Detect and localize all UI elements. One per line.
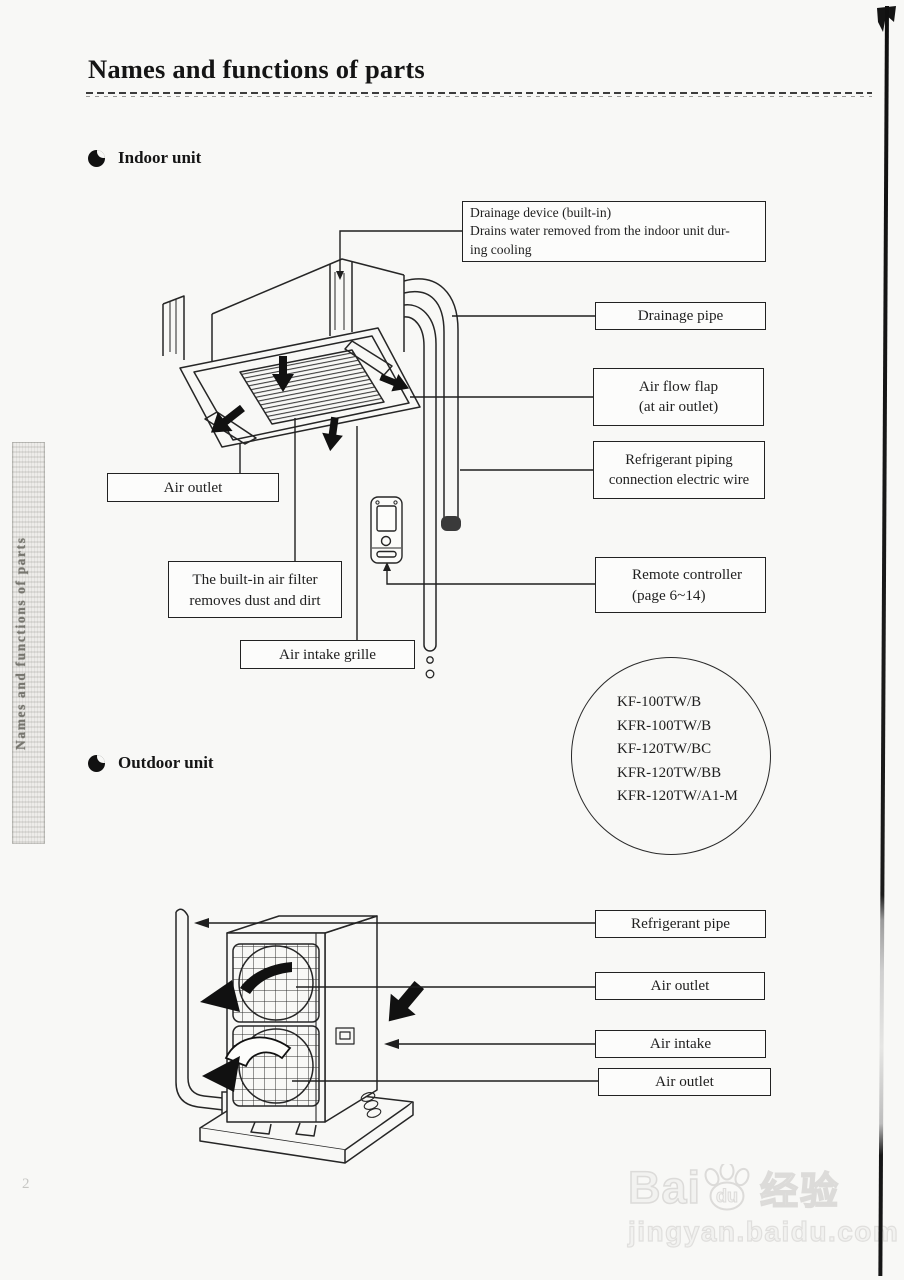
baidu-logo-text: Bai bbox=[627, 1161, 702, 1214]
model-number: KFR-100TW/B bbox=[617, 717, 712, 734]
callout-air-outlet-outdoor-top: Air outlet bbox=[595, 972, 765, 1000]
callout-line: (page 6~14) bbox=[632, 587, 706, 604]
callout-line: Air outlet bbox=[163, 478, 223, 496]
indoor-connector-lines bbox=[239, 230, 595, 640]
callout-line: Remote controller bbox=[632, 566, 743, 583]
water-drop-icons bbox=[425, 656, 435, 679]
callout-line: Air outlet bbox=[655, 1073, 714, 1090]
page-number: 2 bbox=[22, 1176, 30, 1192]
callout-drainage-device: Drainage device (built-in) Drains water … bbox=[462, 201, 766, 262]
section-bullet-icon bbox=[88, 149, 105, 167]
callout-line: removes dust and dirt bbox=[189, 591, 321, 609]
outdoor-unit-label: Outdoor unit bbox=[118, 753, 214, 772]
chapter-edge-tab-label: Names and functions of parts bbox=[13, 536, 28, 750]
indoor-airflow-arrows bbox=[210, 356, 410, 452]
baidu-watermark: Bai du 经验 jingyan.baidu.com bbox=[627, 1160, 900, 1248]
section-bullet-icon bbox=[88, 754, 105, 772]
callout-line: Air intake bbox=[649, 1035, 712, 1052]
indoor-unit-label: Indoor unit bbox=[118, 148, 202, 167]
svg-text:du: du bbox=[716, 1186, 738, 1206]
indoor-unit-heading: Indoor unit bbox=[88, 148, 201, 168]
callout-line: Refrigerant pipe bbox=[630, 915, 731, 932]
remote-controller-illustration bbox=[370, 496, 403, 564]
chapter-edge-tab: Names and functions of parts bbox=[12, 442, 45, 844]
indoor-connector-arrowheads bbox=[336, 271, 391, 571]
outdoor-airflow-arrows bbox=[200, 962, 425, 1092]
baidu-jingyan-cn-text: 经验 bbox=[759, 1170, 841, 1214]
callout-drainage-pipe: Drainage pipe bbox=[595, 302, 766, 330]
callout-air-intake-grille: Air intake grille bbox=[240, 640, 415, 669]
callout-line: Air intake grille bbox=[279, 645, 376, 663]
refrigerant-pipe-end bbox=[441, 516, 461, 531]
callout-line: The built-in air filter bbox=[192, 570, 318, 588]
outdoor-unit-illustration bbox=[199, 915, 414, 1164]
model-number: KFR-120TW/BB bbox=[617, 764, 722, 781]
indoor-unit-illustration bbox=[162, 258, 421, 448]
model-number: KF-100TW/B bbox=[617, 694, 702, 710]
callout-line: Refrigerant piping bbox=[625, 452, 733, 468]
baidu-logo: Bai du 经验 bbox=[627, 1160, 890, 1215]
callout-air-intake-outdoor: Air intake bbox=[595, 1030, 766, 1058]
outdoor-connector-arrowheads bbox=[194, 918, 399, 1049]
page-title: Names and functions of parts bbox=[88, 54, 425, 84]
scan-artifact-blob bbox=[877, 6, 896, 32]
callout-air-filter: The built-in air filter removes dust and… bbox=[168, 561, 342, 618]
outdoor-connector-lines bbox=[202, 922, 598, 1082]
callout-air-outlet-outdoor-bottom: Air outlet bbox=[598, 1068, 771, 1096]
callout-line: (at air outlet) bbox=[638, 398, 719, 415]
model-number: KFR-120TW/A1-M bbox=[617, 788, 738, 805]
callout-line: Drainage device (built-in) bbox=[470, 205, 612, 221]
callout-air-outlet-indoor: Air outlet bbox=[107, 473, 279, 502]
indoor-pipes bbox=[403, 278, 459, 652]
baidu-paw-icon: du bbox=[704, 1163, 750, 1210]
model-number: KF-120TW/BC bbox=[617, 741, 712, 758]
outdoor-unit-heading: Outdoor unit bbox=[88, 753, 214, 773]
callout-air-flow-flap: Air flow flap (at air outlet) bbox=[593, 368, 764, 426]
callout-refrigerant-pipe: Refrigerant pipe bbox=[595, 910, 766, 938]
callout-remote-controller: Remote controller (page 6~14) bbox=[595, 557, 766, 613]
callout-line: Air flow flap bbox=[638, 378, 719, 395]
baidu-watermark-url: jingyan.baidu.com bbox=[627, 1215, 900, 1247]
model-list-circle: KF-100TW/B KFR-100TW/B KF-120TW/BC KFR-1… bbox=[571, 657, 771, 855]
callout-line: ing cooling bbox=[470, 241, 532, 257]
title-underline bbox=[86, 92, 872, 98]
callout-line: Drains water removed from the indoor uni… bbox=[470, 223, 730, 239]
callout-line: connection electric wire bbox=[608, 472, 750, 488]
callout-line: Drainage pipe bbox=[637, 307, 724, 324]
callout-refrigerant-piping: Refrigerant piping connection electric w… bbox=[593, 441, 765, 499]
callout-line: Air outlet bbox=[650, 977, 710, 994]
